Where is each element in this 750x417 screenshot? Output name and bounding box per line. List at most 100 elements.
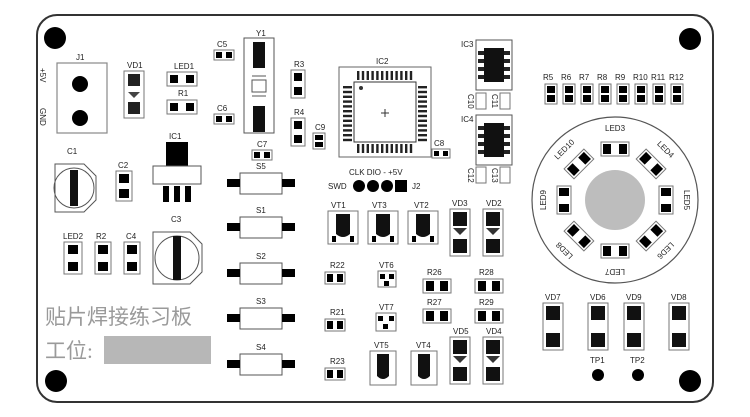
svg-text:VD2: VD2 bbox=[486, 199, 502, 208]
led-led4 bbox=[635, 148, 667, 180]
led-led8 bbox=[563, 220, 595, 252]
svg-text:R4: R4 bbox=[294, 108, 305, 117]
capacitor-c2: C2 bbox=[115, 161, 133, 202]
board-title: 贴片焊接练习板 bbox=[45, 305, 192, 329]
ic-ic1: IC1 bbox=[152, 132, 202, 202]
svg-text:C13: C13 bbox=[490, 168, 499, 183]
led-label: LED5 bbox=[682, 190, 691, 211]
svg-text:IC2: IC2 bbox=[376, 57, 389, 66]
resistor-r7: R7 bbox=[579, 73, 594, 105]
svg-text:S4: S4 bbox=[256, 343, 266, 352]
svg-text:VT6: VT6 bbox=[379, 261, 394, 270]
led-led3 bbox=[600, 141, 630, 157]
led-led2: LED2 bbox=[63, 232, 84, 275]
resistor-r28: R28 bbox=[474, 268, 504, 294]
resistor-label: R11 bbox=[651, 73, 666, 82]
svg-text:LED2: LED2 bbox=[63, 232, 84, 241]
diode-vd1: VD1 bbox=[123, 61, 145, 119]
svg-text:C2: C2 bbox=[118, 161, 129, 170]
j2-pins-label: CLK DIO - +5V bbox=[349, 168, 403, 177]
capacitor-c7: C7 bbox=[251, 140, 273, 161]
svg-text:VD3: VD3 bbox=[452, 199, 468, 208]
svg-text:C11: C11 bbox=[490, 94, 499, 109]
svg-text:R29: R29 bbox=[479, 298, 494, 307]
resistor-r27: R27 bbox=[422, 298, 452, 324]
svg-text:R21: R21 bbox=[330, 308, 345, 317]
transistor-vt3: VT3 bbox=[367, 201, 399, 245]
mounting-hole-top-right bbox=[679, 28, 701, 50]
svg-text:C5: C5 bbox=[217, 40, 228, 49]
svg-text:R1: R1 bbox=[178, 89, 189, 98]
svg-text:Y1: Y1 bbox=[256, 29, 266, 38]
capacitor-c9: C9 bbox=[312, 123, 326, 150]
svg-text:IC1: IC1 bbox=[169, 132, 182, 141]
resistor-r8: R8 bbox=[597, 73, 612, 105]
svg-text:C12: C12 bbox=[466, 168, 475, 183]
switch-s4: S4 bbox=[227, 343, 295, 376]
j1-plus-label: +5V bbox=[38, 68, 47, 83]
ic-ic3: IC3 bbox=[461, 39, 513, 91]
header-j2: CLK DIO - +5V SWD J2 bbox=[328, 168, 421, 192]
transistor-vt4: VT4 bbox=[410, 341, 438, 386]
svg-text:VT5: VT5 bbox=[374, 341, 389, 350]
workstation-label: 工位: bbox=[45, 339, 93, 363]
svg-text:VT3: VT3 bbox=[372, 201, 387, 210]
resistor-r6: R6 bbox=[561, 73, 576, 105]
svg-text:S2: S2 bbox=[256, 252, 266, 261]
resistor-label: R9 bbox=[615, 73, 626, 82]
resistor-r2: R2 bbox=[94, 232, 112, 275]
resistor-r26: R26 bbox=[422, 268, 452, 294]
resistor-label: R6 bbox=[561, 73, 572, 82]
diode-vd9: VD9 bbox=[623, 293, 645, 351]
transistor-vt1: VT1 bbox=[327, 201, 359, 245]
led-led10 bbox=[563, 148, 595, 180]
switch-s1: S1 bbox=[227, 206, 295, 239]
resistor-r22: R22 bbox=[324, 261, 346, 285]
capacitor-c5: C5 bbox=[213, 40, 235, 61]
svg-text:S5: S5 bbox=[256, 162, 266, 171]
svg-text:VT1: VT1 bbox=[331, 201, 346, 210]
capacitor-c10: C10 bbox=[466, 92, 487, 110]
test-point-tp2: TP2 bbox=[630, 356, 645, 381]
led-led5 bbox=[658, 185, 674, 215]
diode-vd6: VD6 bbox=[587, 293, 609, 351]
resistor-r12: R12 bbox=[669, 73, 684, 105]
resistor-label: R10 bbox=[633, 73, 648, 82]
led-led6 bbox=[635, 220, 667, 252]
svg-text:TP1: TP1 bbox=[590, 356, 605, 365]
transistor-vt7: VT7 bbox=[375, 303, 397, 332]
resistor-r3: R3 bbox=[290, 60, 306, 99]
svg-text:S1: S1 bbox=[256, 206, 266, 215]
svg-text:VD4: VD4 bbox=[486, 327, 502, 336]
j2-label: J2 bbox=[412, 182, 421, 191]
svg-text:VD8: VD8 bbox=[671, 293, 687, 302]
led-label: LED7 bbox=[604, 267, 625, 276]
test-point-tp1: TP1 bbox=[590, 356, 605, 381]
resistor-label: R7 bbox=[579, 73, 590, 82]
capacitor-c13: C13 bbox=[490, 166, 511, 184]
resistor-r4: R4 bbox=[290, 108, 306, 147]
svg-text:R22: R22 bbox=[330, 261, 345, 270]
crystal-y1: Y1 bbox=[243, 29, 275, 134]
svg-text:C4: C4 bbox=[126, 232, 137, 241]
resistor-r11: R11 bbox=[651, 73, 666, 105]
resistor-r9: R9 bbox=[615, 73, 630, 105]
svg-text:VT2: VT2 bbox=[414, 201, 429, 210]
capacitor-c12: C12 bbox=[466, 166, 487, 184]
ic-ic2: IC2 bbox=[338, 57, 432, 158]
svg-text:TP2: TP2 bbox=[630, 356, 645, 365]
svg-text:VT7: VT7 bbox=[379, 303, 394, 312]
resistor-label: R5 bbox=[543, 73, 554, 82]
resistor-r21: R21 bbox=[324, 308, 346, 332]
svg-text:C6: C6 bbox=[217, 104, 228, 113]
transistor-vt2: VT2 bbox=[407, 201, 439, 245]
workstation-field bbox=[104, 336, 211, 364]
led-ring-center bbox=[585, 170, 645, 230]
svg-text:R28: R28 bbox=[479, 268, 494, 277]
svg-text:VD7: VD7 bbox=[545, 293, 561, 302]
svg-text:R2: R2 bbox=[96, 232, 107, 241]
